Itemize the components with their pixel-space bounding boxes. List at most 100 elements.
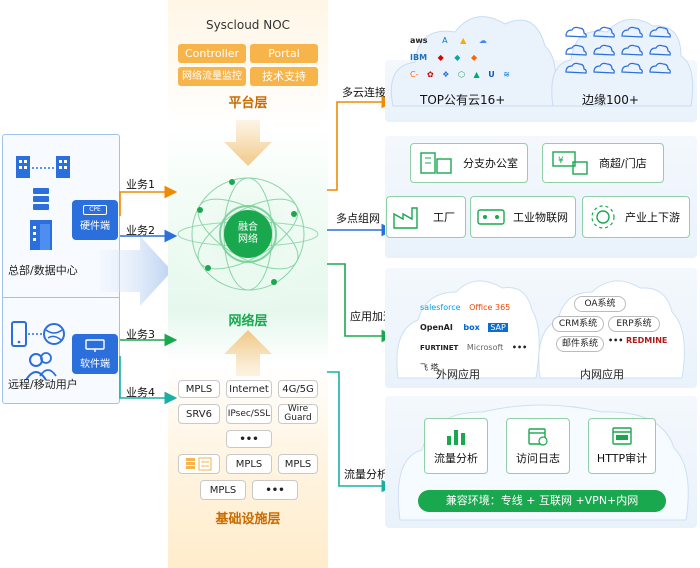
iot-icon bbox=[477, 209, 505, 225]
cpe-chip: CPE bbox=[83, 205, 107, 215]
edge-label: 边缘100+ bbox=[582, 93, 639, 107]
retail-icon: ¥ bbox=[552, 151, 588, 175]
salesforce-logo: salesforce bbox=[420, 303, 461, 312]
crm-system-chip: CRM系统 bbox=[552, 316, 604, 332]
server-rack-icon bbox=[186, 457, 212, 471]
huawei-logo: ✿ bbox=[427, 70, 434, 79]
public-cloud-logos: aws A ▲ ☁ IBM ◆ ◆ ◆ C- ✿ ❖ ⬡ ▲ U ≋ bbox=[410, 32, 550, 83]
vendor-logo-g: U bbox=[488, 70, 495, 79]
supply-chain-icon bbox=[591, 205, 615, 229]
service-1-label: 业务1 bbox=[126, 178, 155, 191]
factory-icon bbox=[393, 207, 418, 229]
http-audit-label: HTTP审计 bbox=[596, 452, 648, 465]
vendor-logo-e: ⬡ bbox=[458, 70, 465, 79]
service-2-label: 业务2 bbox=[126, 224, 155, 237]
infra-more-box-2: ••• bbox=[252, 480, 298, 500]
supply-chain-card: 产业上下游 bbox=[582, 196, 690, 238]
server-rack-box bbox=[178, 454, 220, 474]
box-logo: box bbox=[463, 323, 480, 332]
multisite-label: 多点组网 bbox=[336, 212, 380, 225]
supply-chain-label: 产业上下游 bbox=[625, 211, 680, 224]
factory-card: 工厂 bbox=[386, 196, 466, 238]
internal-more: ••• bbox=[608, 336, 624, 345]
iot-label: 工业物联网 bbox=[513, 211, 568, 224]
datacenter-icon bbox=[16, 156, 70, 250]
vendor-logo-h: ≋ bbox=[503, 70, 510, 79]
vendor-logo-c: ◆ bbox=[471, 53, 478, 62]
mpls-box-4: MPLS bbox=[200, 480, 246, 500]
openai-logo: OpenAI bbox=[420, 323, 453, 332]
srv6-box: SRV6 bbox=[178, 404, 220, 424]
infra-more-box: ••• bbox=[226, 430, 272, 448]
hardware-label: 硬件端 bbox=[80, 221, 110, 232]
retail-label: 商超/门店 bbox=[599, 157, 647, 170]
alibaba-logo: C- bbox=[410, 70, 419, 79]
service-arrows bbox=[119, 185, 178, 405]
branch-office-icon bbox=[420, 152, 452, 174]
traffic-analysis-card-label: 流量分析 bbox=[434, 452, 478, 465]
vendor-logo-b: ◆ bbox=[454, 53, 461, 62]
wireguard-box: Wire Guard bbox=[278, 404, 318, 424]
infra-layer-title: 基础设施层 bbox=[215, 512, 281, 527]
public-cloud-label: TOP公有云16+ bbox=[420, 93, 506, 107]
remote-users-icon bbox=[11, 321, 65, 381]
ibm-logo: IBM bbox=[410, 53, 428, 62]
cloud-logo: ☁ bbox=[478, 36, 487, 45]
wireguard-line-2: Guard bbox=[284, 413, 312, 423]
remote-label: 远程/移动用户 bbox=[8, 378, 78, 391]
office365-logo: Office 365 bbox=[469, 303, 511, 312]
multicloud-label: 多云连接 bbox=[342, 86, 386, 99]
sap-logo: SAP bbox=[488, 323, 508, 332]
mpls-box-3: MPLS bbox=[278, 454, 318, 474]
core-network-label: 融合 网络 bbox=[224, 222, 272, 246]
traffic-monitor-chip: 网络流量监控 bbox=[178, 67, 246, 86]
retail-card: ¥ 商超/门店 bbox=[542, 143, 664, 183]
internal-apps-label: 内网应用 bbox=[580, 368, 624, 381]
iot-card: 工业物联网 bbox=[470, 196, 576, 238]
erp-system-chip: ERP系统 bbox=[608, 316, 660, 332]
oa-system-chip: OA系统 bbox=[574, 296, 626, 312]
aws-logo: aws bbox=[410, 36, 428, 45]
feita-logo: 飞 塔 bbox=[420, 363, 439, 372]
monitor-icon bbox=[85, 339, 105, 352]
microsoft-logo: Microsoft bbox=[466, 343, 504, 352]
software-label: 软件端 bbox=[80, 359, 110, 370]
gcp-logo: ▲ bbox=[460, 36, 467, 45]
portal-chip: Portal bbox=[250, 44, 318, 63]
external-more: ••• bbox=[511, 343, 528, 352]
branch-office-card: 分支办公室 bbox=[410, 143, 528, 183]
app-accel-label: 应用加速 bbox=[350, 310, 394, 323]
infra-up-arrow bbox=[224, 330, 272, 376]
vendor-logo-f: ▲ bbox=[473, 70, 480, 79]
edge-node-icons bbox=[565, 26, 671, 74]
inflow-arrow bbox=[100, 236, 172, 306]
service-4-label: 业务4 bbox=[126, 386, 155, 399]
access-log-label: 访问日志 bbox=[516, 452, 560, 465]
endpoint-divider bbox=[2, 297, 120, 298]
platform-down-arrow bbox=[224, 120, 272, 166]
noc-title: Syscloud NOC bbox=[205, 18, 291, 32]
http-audit-card: HTTP审计 bbox=[588, 418, 656, 474]
ipsec-box: IPsec/SSL bbox=[226, 404, 272, 424]
calendar-log-icon bbox=[528, 428, 548, 446]
controller-chip: Controller bbox=[178, 44, 246, 63]
platform-layer-title: 平台层 bbox=[228, 96, 268, 111]
bar-chart-icon bbox=[447, 430, 465, 445]
http-audit-icon bbox=[612, 427, 632, 445]
vendor-logo-a: ◆ bbox=[437, 53, 444, 62]
mail-system-chip: 邮件系统 bbox=[556, 336, 604, 352]
network-layer-title: 网络层 bbox=[228, 314, 268, 329]
branch-arrows bbox=[327, 95, 395, 493]
vendor-logo-d: ❖ bbox=[442, 70, 450, 79]
4g5g-box: 4G/5G bbox=[278, 380, 318, 398]
service-3-label: 业务3 bbox=[126, 328, 155, 341]
compat-env-banner: 兼容环境：专线 + 互联网 +VPN+内网 bbox=[418, 490, 666, 512]
redmine-logo: REDMINE bbox=[626, 336, 668, 345]
tech-support-chip: 技术支持 bbox=[250, 67, 318, 86]
azure-logo: A bbox=[442, 36, 448, 45]
network-globe bbox=[170, 156, 326, 312]
traffic-analysis-label: 流量分析 bbox=[344, 468, 388, 481]
software-endpoint: 软件端 bbox=[72, 334, 118, 374]
external-apps-label: 外网应用 bbox=[436, 368, 480, 381]
core-line-1: 融合 bbox=[238, 222, 258, 233]
